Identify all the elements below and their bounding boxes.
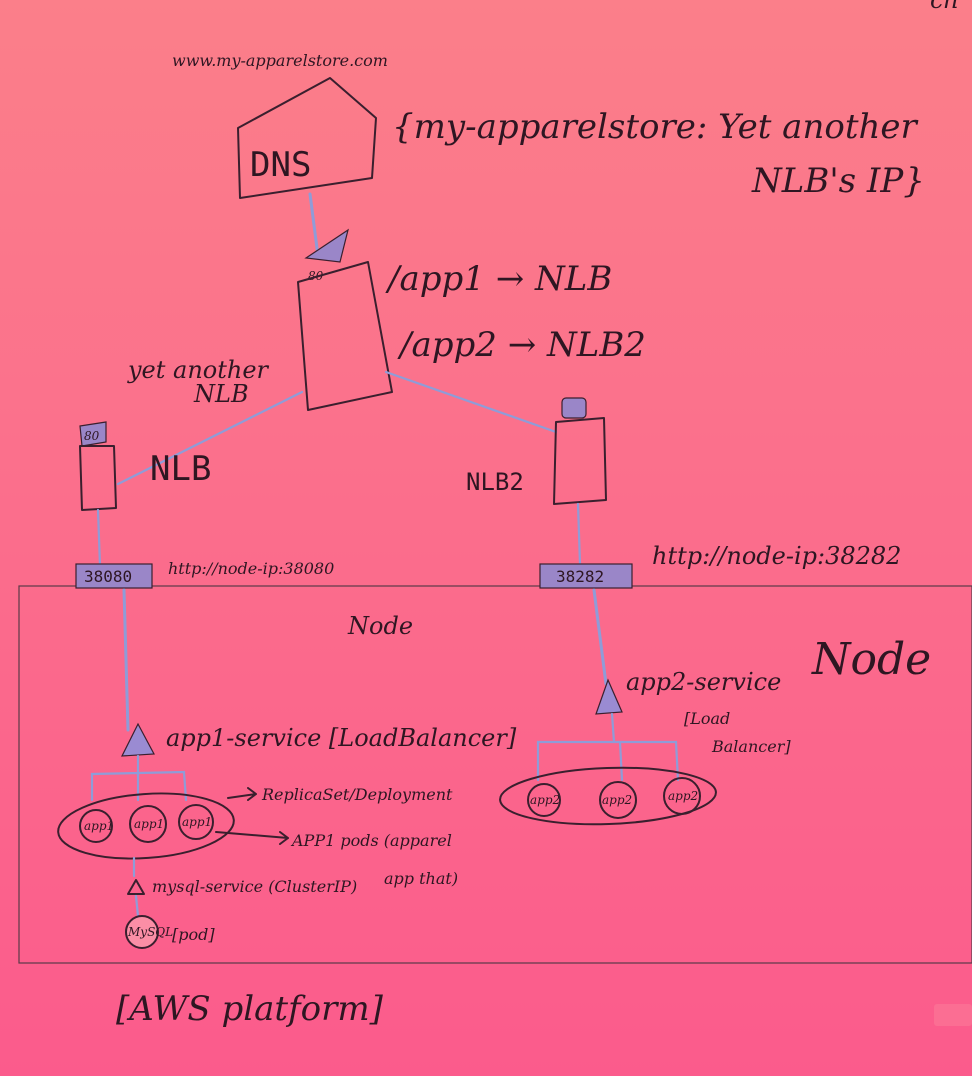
app1-pods-label-line2: app that) <box>384 869 458 888</box>
router-rule-2: /app2 → NLB2 <box>397 325 646 365</box>
mysql-pod <box>125 915 159 949</box>
router-rule-1: /app1 → NLB <box>385 259 612 299</box>
dns-record-line2: NLB's IP} <box>751 161 925 201</box>
app2-service-fanout <box>536 712 680 782</box>
nlb2-port-tag <box>561 397 587 419</box>
app2-pod-3 <box>663 777 701 815</box>
mysql-service-label: mysql-service (ClusterIP) <box>152 877 357 896</box>
app2-service-label-1: app2-service <box>626 668 781 696</box>
replicaset-arrow <box>227 787 257 801</box>
router-port-tag <box>304 228 349 263</box>
watermark-box <box>934 1004 972 1026</box>
router-to-nlb2-line <box>384 370 558 434</box>
nodeport-right-tag <box>539 563 633 589</box>
node-label-small: Node <box>347 612 413 640</box>
router-side-note-2: NLB <box>193 380 249 408</box>
mysql-service-triangle <box>127 879 145 895</box>
app2-pod-1 <box>527 783 561 817</box>
app2-pod-label-2: app2 <box>602 793 632 807</box>
nodeport-to-app1-service-line <box>122 588 130 732</box>
mysql-pod-circle-label: MySQL <box>127 925 173 939</box>
nodeport-right: 38282 <box>556 567 604 586</box>
router-side-note-1: yet another <box>127 356 270 384</box>
dns-record-line1: {my-apparelstore: Yet another <box>392 107 919 147</box>
aws-platform-label: [AWS platform] <box>116 989 384 1029</box>
nlb2-label: NLB2 <box>466 468 524 496</box>
app2-service-label-3: Balancer] <box>711 737 791 756</box>
node-boundary <box>18 585 972 964</box>
app1-replicaset-ellipse <box>57 792 235 860</box>
app2-pod-label-3: app2 <box>668 789 698 803</box>
nlb1-to-nodeport-line <box>96 508 102 568</box>
dns-box-label: DNS <box>250 145 311 185</box>
app1-replicaset-label: ReplicaSet/Deployment <box>261 785 453 804</box>
app1-service-fanout <box>90 754 188 802</box>
app2-service-triangle <box>595 678 623 715</box>
mysql-to-pod-line <box>134 894 140 918</box>
app1-pod-1 <box>79 809 113 843</box>
nlb1-port: 80 <box>84 429 100 443</box>
app1-pod-2 <box>129 805 167 843</box>
router-to-nlb1-line <box>116 390 304 486</box>
router-box <box>297 261 393 411</box>
clipped-corner-text: ch <box>930 0 959 14</box>
nlb1-label: NLB <box>150 449 211 489</box>
nodeport-left-url: http://node-ip:38080 <box>168 559 334 578</box>
node-label-big: Node <box>811 634 931 685</box>
nodeport-to-app2-service-line <box>592 588 608 686</box>
nodeport-right-url: http://node-ip:38282 <box>652 542 901 570</box>
app1-pod-3 <box>178 804 214 840</box>
app2-replicaset-ellipse <box>499 766 717 826</box>
app1-pods-label-line1: APP1 pods (apparel <box>290 831 452 850</box>
app2-pod-2 <box>599 781 637 819</box>
dns-to-router-line <box>308 192 320 258</box>
dns-box <box>237 77 377 199</box>
app1-pod-label-1: app1 <box>84 819 114 833</box>
app1-pods-arrow <box>215 831 289 845</box>
dns-url-note: www.my-apparelstore.com <box>172 51 388 70</box>
nlb2-to-nodeport-line <box>576 502 582 566</box>
app1-pod-label-3: app1 <box>182 815 212 829</box>
app2-pod-label-1: app2 <box>530 793 560 807</box>
nlb1-box <box>79 445 117 511</box>
app2-service-label-2: [Load <box>684 709 730 728</box>
nodeport-left: 38080 <box>84 567 132 586</box>
nlb1-port-tag <box>79 421 107 447</box>
app1-pod-label-2: app1 <box>134 817 164 831</box>
app1-service-label: app1-service [LoadBalancer] <box>166 724 517 752</box>
nlb2-box <box>553 417 607 505</box>
nodeport-left-tag <box>75 563 153 589</box>
mysql-pod-label: [pod] <box>172 925 215 944</box>
